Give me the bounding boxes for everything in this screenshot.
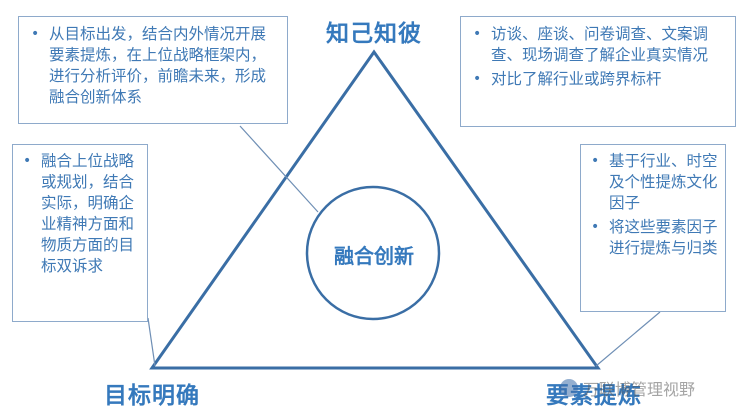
- note-right: 基于行业、时空及个性提炼文化因子 将这些要素因子进行提炼与归类: [580, 144, 726, 312]
- center-label: 融合创新: [334, 244, 414, 268]
- note-item: 基于行业、时空及个性提炼文化因子: [589, 151, 721, 214]
- watermark: 万联博管理视野: [560, 376, 695, 400]
- note-left: 融合上位战略或规划，结合实际，明确企业精神方面和物质方面的目标双诉求: [12, 144, 148, 322]
- note-item: 对比了解行业或跨界标杆: [471, 69, 727, 90]
- note-top-right: 访谈、座谈、问卷调查、文案调查、现场调查了解企业真实情况 对比了解行业或跨界标杆: [460, 16, 736, 127]
- note-item: 访谈、座谈、问卷调查、文案调查、现场调查了解企业真实情况: [471, 24, 727, 66]
- note-item: 融合上位战略或规划，结合实际，明确企业精神方面和物质方面的目标双诉求: [21, 151, 143, 277]
- connector-top-left: [239, 125, 319, 213]
- vertex-label-left: 目标明确: [104, 383, 200, 409]
- note-top-left: 从目标出发，结合内外情况开展要素提炼，在上位战略框架内，进行分析评价，前瞻未来，…: [18, 16, 288, 124]
- note-item: 将这些要素因子进行提炼与归类: [589, 217, 721, 259]
- watermark-logo-icon: [560, 379, 578, 397]
- vertex-label-top: 知己知彼: [326, 21, 422, 47]
- center-circle: [305, 185, 441, 321]
- note-item: 从目标出发，结合内外情况开展要素提炼，在上位战略框架内，进行分析评价，前瞻未来，…: [29, 24, 281, 108]
- watermark-text: 万联博管理视野: [583, 380, 696, 399]
- triangle: [149, 49, 601, 370]
- connector-right: [595, 311, 661, 367]
- connector-left: [147, 317, 156, 367]
